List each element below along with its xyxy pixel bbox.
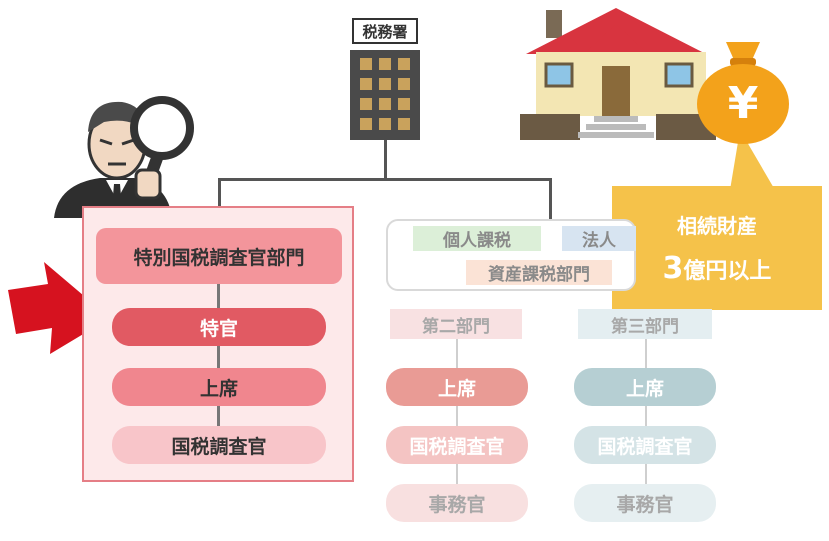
special-tokkan-label: 特官 — [199, 317, 238, 340]
special-chosakan-label: 国税調査官 — [171, 435, 267, 458]
tax-office-label: 税務署 — [362, 22, 408, 41]
dept-corporate-box: 法人 — [562, 226, 636, 251]
tax-office-building: 税務署 — [348, 18, 422, 140]
connector-office-vertical — [384, 138, 387, 180]
third-joseki-label: 上席 — [625, 377, 664, 400]
callout-amount-unit: 億円以上 — [683, 259, 772, 284]
investigator-icon — [54, 96, 194, 218]
third-dept-header: 第三部門 — [578, 309, 712, 339]
tax-office-sign: 税務署 — [352, 18, 418, 44]
third-joseki-pill: 上席 — [574, 368, 716, 406]
special-joseki-label: 上席 — [199, 377, 238, 400]
third-jimukan-label: 事務官 — [616, 493, 674, 516]
third-dept-header-label: 第三部門 — [611, 316, 679, 337]
second-joseki-label: 上席 — [437, 377, 476, 400]
special-dept-header-label: 特別国税調査官部門 — [133, 246, 305, 269]
second-dept-header: 第二部門 — [390, 309, 522, 339]
dept-asset-label: 資産課税部門 — [488, 265, 590, 285]
third-chosakan-pill: 国税調査官 — [574, 426, 716, 464]
yen-symbol: ¥ — [727, 78, 759, 129]
third-chosakan-label: 国税調査官 — [597, 435, 693, 458]
dept-individual-label: 個人課税 — [443, 231, 511, 251]
callout-inheritance-text: 相続財産 — [677, 214, 757, 238]
callout-pointer — [730, 130, 775, 190]
connector-special-vertical — [218, 178, 221, 230]
dept-asset-box: 資産課税部門 — [466, 260, 612, 285]
callout-box: 相続財産 3億円以上 — [612, 186, 822, 310]
special-dept-header: 特別国税調査官部門 — [96, 228, 342, 284]
callout-amount-number: 3 — [662, 251, 684, 286]
second-chosakan-label: 国税調査官 — [409, 435, 505, 458]
dept-individual-box: 個人課税 — [413, 226, 541, 251]
third-chain-line — [645, 339, 647, 509]
second-chain-line — [456, 339, 458, 509]
second-jimukan-pill: 事務官 — [386, 484, 528, 522]
building-icon — [350, 50, 420, 140]
special-tokkan-pill: 特官 — [112, 308, 326, 346]
second-chosakan-pill: 国税調査官 — [386, 426, 528, 464]
second-dept-header-label: 第二部門 — [422, 316, 490, 337]
money-bag-icon: ¥ — [696, 36, 790, 144]
connector-horizontal — [218, 178, 552, 181]
second-joseki-pill: 上席 — [386, 368, 528, 406]
connector-right-vertical — [549, 178, 552, 221]
second-jimukan-label: 事務官 — [428, 493, 486, 516]
dept-corporate-label: 法人 — [582, 231, 616, 251]
callout-amount-text: 3億円以上 — [663, 251, 772, 286]
special-chosakan-pill: 国税調査官 — [112, 426, 326, 464]
special-joseki-pill: 上席 — [112, 368, 326, 406]
third-jimukan-pill: 事務官 — [574, 484, 716, 522]
